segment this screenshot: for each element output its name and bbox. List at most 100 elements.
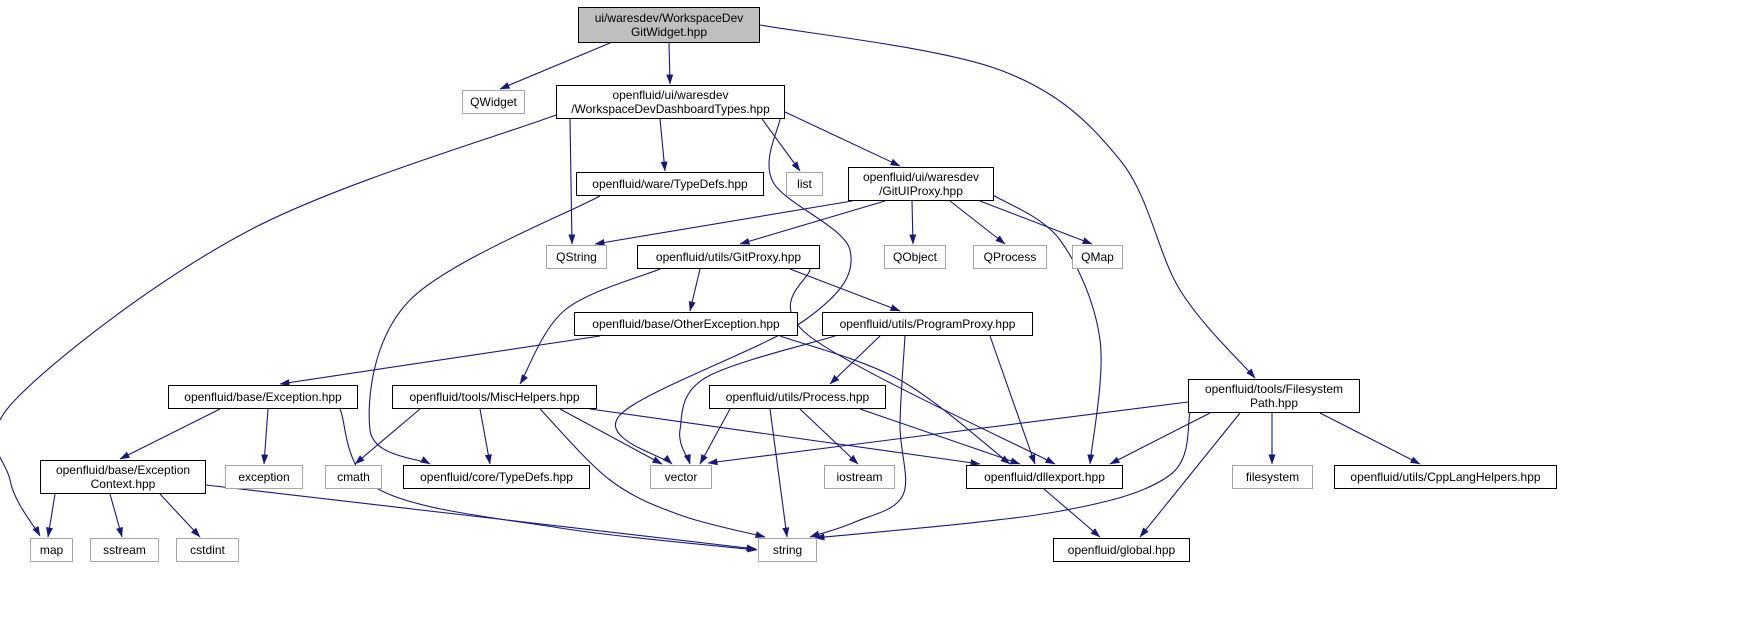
node-sstream: sstream: [90, 538, 159, 562]
node-label: cstdint: [190, 543, 225, 557]
edge-programproxy-to-dllexport: [989, 335, 1036, 465]
node-label: QWidget: [470, 95, 517, 109]
node-qstring: QString: [546, 245, 607, 269]
edge-dashboardtypes-to-vector: [615, 118, 852, 465]
node-label: openfluid/ware/TypeDefs.hpp: [592, 177, 748, 191]
node-string: string: [758, 538, 817, 562]
node-label: openfluid/ui/waresdev: [612, 88, 729, 102]
edge-exception-to-exception_std: [261, 408, 269, 465]
edge-exceptioncontext-to-sstream: [109, 493, 123, 538]
edge-gitproxy-to-otherexception: [688, 268, 701, 312]
edge-exceptioncontext-to-cstdint: [159, 493, 201, 538]
node-label: QString: [556, 250, 597, 264]
edge-mischelpers-to-dllexport: [589, 408, 981, 467]
node-label: vector: [664, 470, 698, 484]
node-label: openfluid/base/Exception.hpp: [184, 390, 342, 404]
node-label: list: [797, 177, 812, 191]
node-otherexception[interactable]: openfluid/base/OtherException.hpp: [574, 312, 798, 336]
node-mischelpers[interactable]: openfluid/tools/MiscHelpers.hpp: [392, 385, 597, 409]
edge-dllexport-to-global: [1043, 488, 1101, 538]
edge-mischelpers-to-vector: [559, 408, 663, 465]
node-label: GitWidget.hpp: [630, 25, 708, 39]
node-map: map: [30, 538, 73, 562]
node-label: filesystem: [1245, 470, 1300, 484]
node-gitproxy[interactable]: openfluid/utils/GitProxy.hpp: [637, 245, 820, 269]
node-label: openfluid/dllexport.hpp: [984, 470, 1105, 484]
node-dashboardtypes[interactable]: openfluid/ui/waresdev/WorkspaceDevDashbo…: [556, 85, 785, 119]
node-label: Context.hpp: [90, 477, 156, 491]
edge-process-to-dllexport: [859, 408, 1021, 465]
node-iostream: iostream: [824, 465, 895, 489]
edge-dashboardtypes-to-waretypedefs: [659, 118, 668, 172]
edge-gituiproxy-to-gitproxy: [739, 200, 886, 245]
node-dllexport[interactable]: openfluid/dllexport.hpp: [966, 465, 1123, 489]
edge-exceptioncontext-to-string: [205, 484, 757, 552]
node-list: list: [786, 172, 823, 196]
node-cstdint: cstdint: [176, 538, 239, 562]
edge-exceptioncontext-to-map: [46, 493, 56, 538]
node-qmap: QMap: [1072, 245, 1123, 269]
node-qprocess: QProcess: [973, 245, 1047, 269]
edge-exception-to-exceptioncontext: [119, 408, 221, 460]
node-waretypedefs[interactable]: openfluid/ware/TypeDefs.hpp: [576, 172, 764, 196]
edge-waretypedefs-to-coretypedefs: [368, 195, 601, 465]
node-label: QObject: [892, 250, 937, 264]
node-label: sstream: [103, 543, 146, 557]
edge-gituiproxy-to-qstring: [594, 200, 853, 246]
edge-gituiproxy-to-qprocess: [949, 200, 1006, 245]
node-label: openfluid/core/TypeDefs.hpp: [420, 470, 573, 484]
edge-workspacedevgitwidget-to-dashboardtypes: [666, 42, 674, 85]
node-label: openfluid/tools/MiscHelpers.hpp: [409, 390, 580, 404]
node-label: openfluid/global.hpp: [1067, 543, 1176, 557]
edge-mischelpers-to-coretypedefs: [479, 408, 492, 465]
edge-programproxy-to-string: [809, 335, 907, 538]
node-exception_std: exception: [225, 465, 303, 489]
node-global[interactable]: openfluid/global.hpp: [1053, 538, 1190, 562]
node-cpplanghelpers[interactable]: openfluid/utils/CppLangHelpers.hpp: [1334, 465, 1557, 489]
node-process[interactable]: openfluid/utils/Process.hpp: [709, 385, 886, 409]
node-exception[interactable]: openfluid/base/Exception.hpp: [168, 385, 358, 409]
node-label: openfluid/base/OtherException.hpp: [592, 317, 780, 331]
edge-dashboardtypes-to-list: [761, 118, 801, 172]
edge-gituiproxy-to-qmap: [979, 200, 1093, 245]
edge-process-to-iostream: [799, 408, 859, 465]
node-label: openfluid/base/Exception: [55, 463, 191, 477]
node-vector: vector: [650, 465, 712, 489]
edge-programproxy-to-process: [829, 335, 881, 385]
node-label: cmath: [337, 470, 370, 484]
node-qobject: QObject: [884, 245, 946, 269]
edge-filesystempath-to-cpplanghelpers: [1319, 412, 1421, 465]
edge-process-to-string: [769, 408, 790, 538]
edge-filesystempath-to-vector: [707, 401, 1189, 466]
node-label: map: [39, 543, 64, 557]
node-label: exception: [238, 470, 290, 484]
node-gituiproxy[interactable]: openfluid/ui/waresdev/GitUIProxy.hpp: [848, 167, 994, 201]
node-label: openfluid/utils/Process.hpp: [725, 390, 870, 404]
edge-otherexception-to-exception: [279, 335, 601, 387]
node-cmath: cmath: [325, 465, 382, 489]
edge-workspacedevgitwidget-to-qwidget: [499, 42, 611, 90]
node-label: iostream: [836, 470, 883, 484]
edge-process-to-vector: [699, 408, 731, 465]
node-coretypedefs[interactable]: openfluid/core/TypeDefs.hpp: [403, 465, 590, 489]
node-filesystem: filesystem: [1232, 465, 1313, 489]
node-label: QProcess: [983, 250, 1037, 264]
node-label: /GitUIProxy.hpp: [879, 184, 963, 198]
edge-gitproxy-to-programproxy: [789, 268, 901, 312]
edge-dashboardtypes-to-gituiproxy: [784, 111, 901, 167]
node-label: Path.hpp: [1249, 396, 1299, 410]
node-qwidget: QWidget: [462, 90, 525, 114]
node-programproxy[interactable]: openfluid/utils/ProgramProxy.hpp: [822, 312, 1033, 336]
node-label: openfluid/utils/ProgramProxy.hpp: [839, 317, 1016, 331]
edge-gituiproxy-to-qobject: [909, 200, 917, 245]
edge-dashboardtypes-to-qstring: [568, 118, 576, 245]
node-label: openfluid/tools/Filesystem: [1204, 382, 1344, 396]
edge-gitproxy-to-dllexport: [789, 268, 1056, 465]
node-label: openfluid/utils/CppLangHelpers.hpp: [1350, 470, 1541, 484]
node-label: ui/waresdev/WorkspaceDev: [594, 11, 744, 25]
edge-mischelpers-to-cmath: [354, 408, 421, 465]
